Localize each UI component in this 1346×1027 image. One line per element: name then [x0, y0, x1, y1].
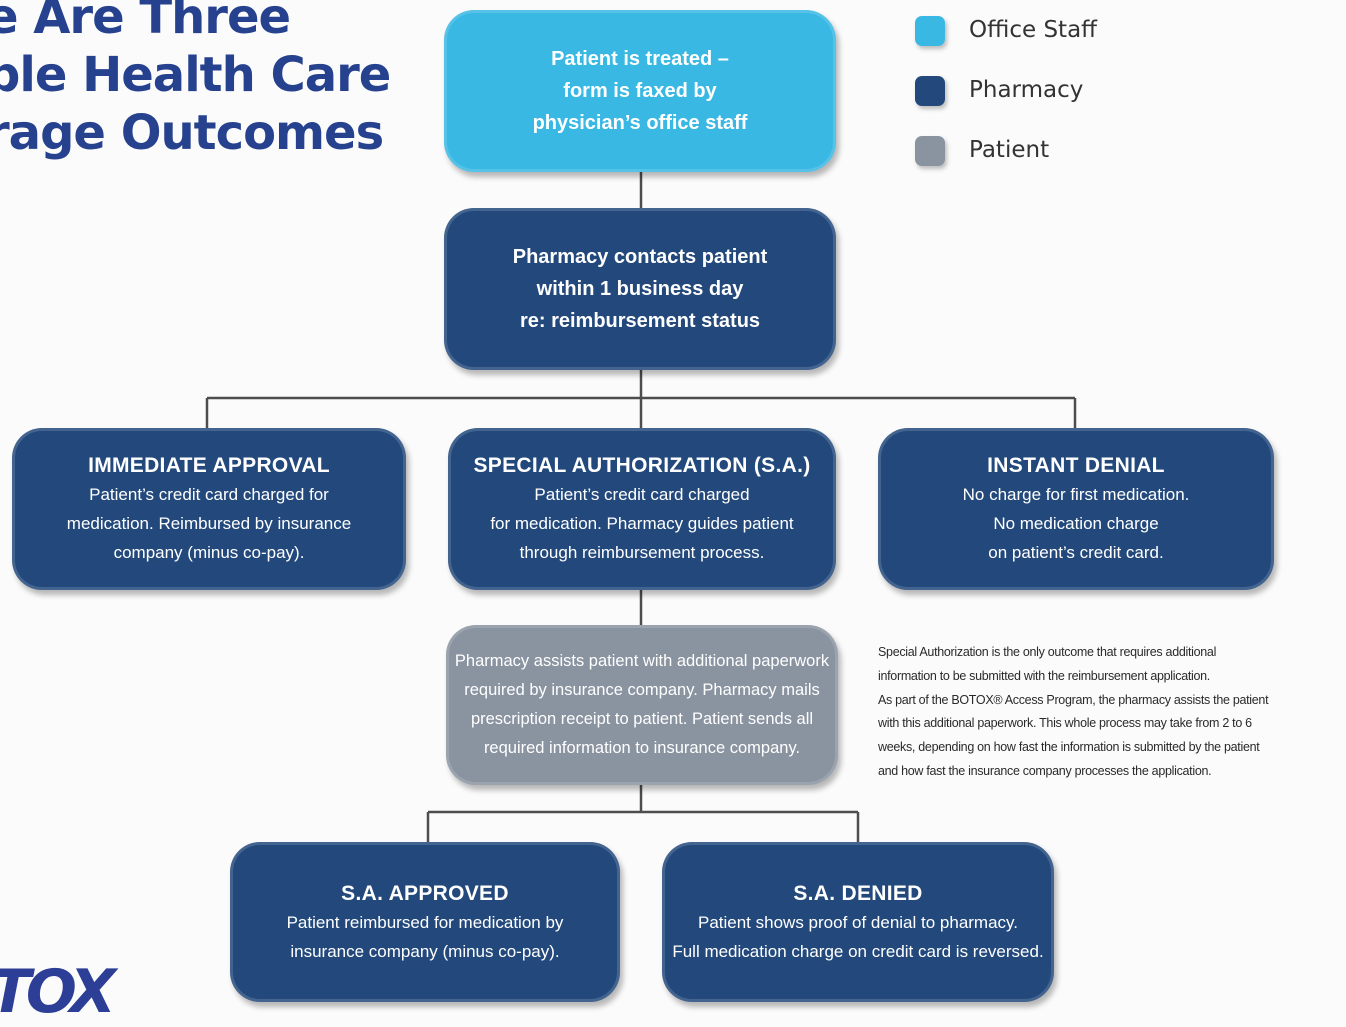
title-line-2: ble Health Care [0, 47, 391, 103]
note-line: information to be submitted with the rei… [878, 668, 1210, 683]
node-text-line: required information to insurance compan… [483, 739, 801, 757]
node-text-line: physician’s office staff [532, 112, 748, 134]
page-title: e Are Three ble Health Care rage Outcome… [0, 0, 391, 162]
node-heading: SPECIAL AUTHORIZATION (S.A.) [473, 454, 811, 477]
note-line: and how fast the insurance company proce… [878, 763, 1212, 778]
node-text-line: No charge for first medication. [962, 485, 1190, 504]
node-text-line: No medication charge [993, 514, 1159, 533]
botox-logo: TOX [0, 957, 116, 1027]
title-line-1: e Are Three [0, 0, 291, 45]
node-instant-denial: INSTANT DENIAL No charge for first medic… [878, 428, 1274, 590]
node-immediate-approval: IMMEDIATE APPROVAL Patient’s credit card… [12, 428, 406, 590]
node-special-authorization: SPECIAL AUTHORIZATION (S.A.) Patient’s c… [448, 428, 836, 590]
legend-swatch-office-staff [915, 16, 945, 46]
title-line-3: rage Outcomes [0, 105, 384, 161]
node-text-line: for medication. Pharmacy guides patient [490, 514, 794, 533]
node-text-line: form is faxed by [563, 80, 717, 102]
legend-swatch-patient [915, 136, 945, 166]
node-text-line: through reimbursement process. [519, 543, 765, 562]
legend-label: Pharmacy [969, 77, 1084, 103]
note-line: As part of the BOTOX® Access Program, th… [878, 692, 1269, 707]
note-line: weeks, depending on how fast the informa… [878, 740, 1260, 755]
special-authorization-note: Special Authorization is the only outcom… [878, 641, 1338, 784]
note-line: with this additional paperwork. This who… [878, 716, 1252, 731]
node-text-line: Patient shows proof of denial to pharmac… [697, 912, 1019, 932]
node-text-line: medication. Reimbursed by insurance [66, 514, 352, 533]
node-text-line: Pharmacy contacts patient [512, 246, 768, 268]
legend-label: Patient [969, 137, 1050, 163]
node-text-line: Patient’s credit card charged [534, 485, 750, 504]
node-patient-treated: Patient is treated – form is faxed by ph… [444, 10, 836, 172]
node-text-line: Patient reimbursed for medication by [286, 912, 564, 932]
node-sa-approved: S.A. APPROVED Patient reimbursed for med… [230, 842, 620, 1002]
node-text-line: company (minus co-pay). [113, 543, 305, 562]
node-text-line: Patient is treated – [551, 48, 729, 70]
node-additional-paperwork: Pharmacy assists patient with additional… [446, 625, 838, 785]
node-heading: INSTANT DENIAL [987, 454, 1165, 477]
node-text-line: prescription receipt to patient. Patient… [470, 710, 814, 728]
node-text-line: Pharmacy assists patient with additional… [454, 652, 830, 670]
node-sa-denied: S.A. DENIED Patient shows proof of denia… [662, 842, 1054, 1002]
node-heading: IMMEDIATE APPROVAL [88, 454, 330, 477]
node-text-line: re: reimbursement status [519, 310, 761, 332]
node-text-line: required by insurance company. Pharmacy … [464, 681, 820, 699]
legend-swatch-pharmacy [915, 76, 945, 106]
legend-label: Office Staff [969, 17, 1098, 43]
node-text-line: on patient’s credit card. [988, 543, 1164, 562]
node-pharmacy-contacts: Pharmacy contacts patient within 1 busin… [444, 208, 836, 370]
node-text-line: within 1 business day [536, 278, 744, 300]
node-text-line: insurance company (minus co-pay). [290, 941, 560, 961]
node-text-line: Full medication charge on credit card is… [672, 941, 1044, 961]
node-text-line: Patient’s credit card charged for [89, 485, 329, 504]
note-line: Special Authorization is the only outcom… [878, 645, 1217, 659]
node-heading: S.A. APPROVED [341, 881, 509, 905]
node-heading: S.A. DENIED [793, 881, 923, 905]
